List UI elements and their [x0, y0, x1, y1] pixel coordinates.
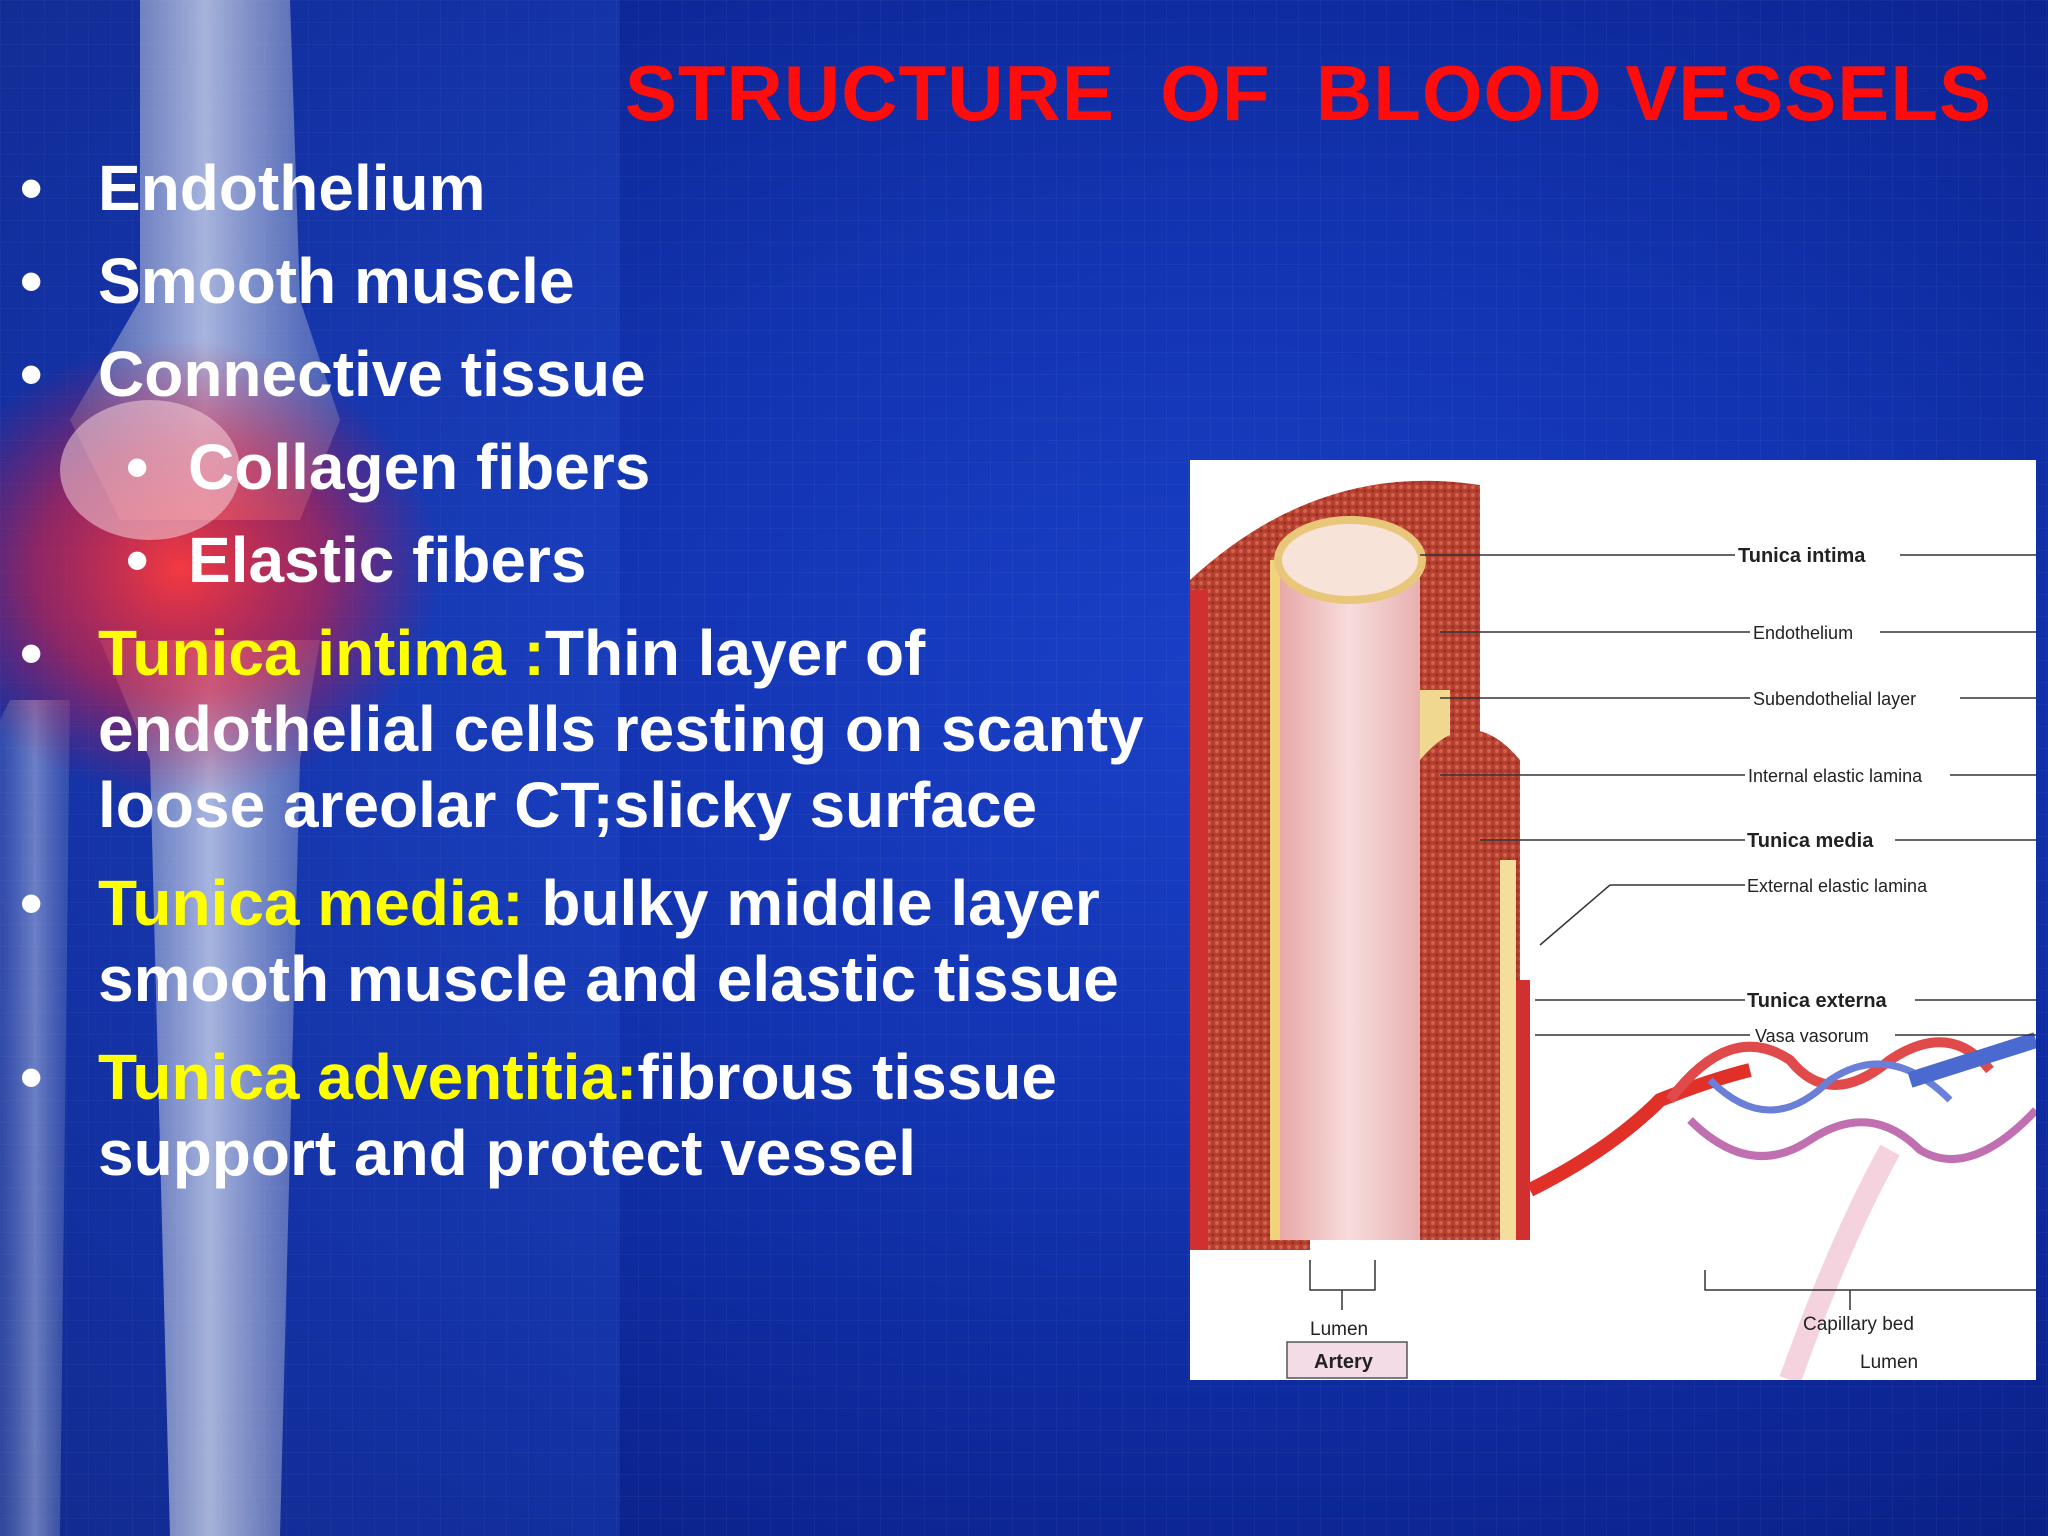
label-lumen-left: Lumen	[1310, 1319, 1368, 1340]
desc-tunica-intima: Thin layer of endothelial cells resting …	[98, 617, 1144, 841]
bullet-endothelium: •Endothelium	[20, 152, 486, 224]
label-endothelium: Endothelium	[1753, 623, 1853, 643]
artery-label-box	[1286, 1341, 1408, 1379]
blood-vessel-diagram: Tunica intima Endothelium Subendothelial…	[1190, 460, 2036, 1380]
bullet-text: Elastic fibers	[188, 524, 587, 596]
label-capillary-bed: Capillary bed	[1803, 1314, 1914, 1335]
label-artery: Artery	[1314, 1351, 1374, 1373]
subbullet-collagen-fibers: •Collagen fibers	[126, 431, 651, 503]
label-internal-elastic-lamina: Internal elastic lamina	[1748, 766, 1923, 786]
knee-xray-image	[0, 0, 620, 1536]
label-subendothelial-layer: Subendothelial layer	[1753, 689, 1916, 709]
bullet-text: Connective tissue	[98, 338, 646, 410]
label-lumen-right: Lumen	[1860, 1352, 1918, 1373]
slide-title: STRUCTURE OF BLOOD VESSELS	[624, 49, 1992, 137]
term-tunica-media: Tunica media:	[98, 867, 524, 939]
term-tunica-intima: Tunica intima :	[98, 617, 545, 689]
label-external-elastic-lamina: External elastic lamina	[1747, 876, 1928, 896]
label-vasa-vasorum: Vasa vasorum	[1755, 1026, 1869, 1046]
bullet-smooth-muscle: •Smooth muscle	[20, 245, 575, 317]
bullet-tunica-media: •Tunica media: bulky middle layer smooth…	[20, 867, 1119, 1015]
label-tunica-intima: Tunica intima	[1738, 545, 1866, 567]
bullet-text: Endothelium	[98, 152, 486, 224]
desc-tunica-adventitia: fibrous tissue support and protect vesse…	[98, 1041, 1057, 1189]
bullet-text: Smooth muscle	[98, 245, 575, 317]
bullet-list: •Endothelium •Smooth muscle •Connective …	[0, 150, 1170, 1213]
label-tunica-externa: Tunica externa	[1747, 990, 1888, 1012]
bullet-tunica-adventitia: •Tunica adventitia:fibrous tissue suppor…	[20, 1041, 1057, 1189]
subbullet-elastic-fibers: •Elastic fibers	[126, 524, 587, 596]
term-tunica-adventitia: Tunica adventitia:	[98, 1041, 638, 1113]
vessel-cross-section-illustration: Tunica intima Endothelium Subendothelial…	[1190, 480, 2036, 1380]
label-tunica-media: Tunica media	[1747, 830, 1874, 852]
bullet-text: Collagen fibers	[188, 431, 651, 503]
bullet-tunica-intima: •Tunica intima :Thin layer of endothelia…	[20, 617, 1144, 841]
desc-tunica-media: bulky middle layer smooth muscle and ela…	[98, 867, 1119, 1015]
bullet-connective-tissue: •Connective tissue	[20, 338, 646, 410]
